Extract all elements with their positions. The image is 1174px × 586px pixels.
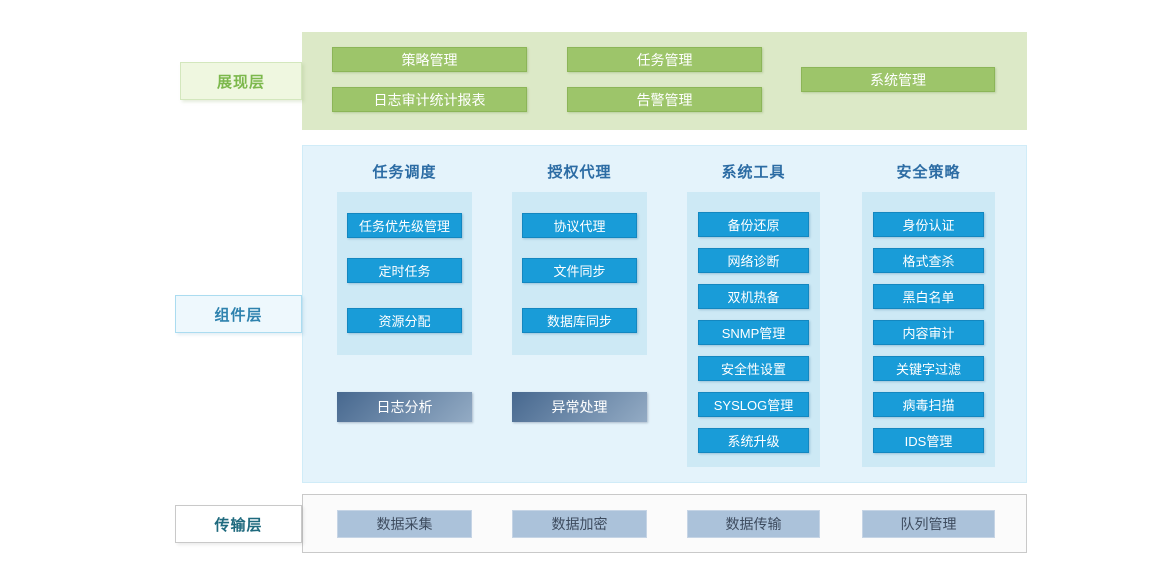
task-management-button[interactable]: 任务管理: [567, 47, 762, 72]
transport-layer-label: 传输层: [175, 505, 302, 543]
security-settings-button[interactable]: 安全性设置: [698, 356, 809, 381]
log-audit-report-button[interactable]: 日志审计统计报表: [332, 87, 527, 112]
component-layer-label: 组件层: [175, 295, 302, 333]
keyword-filter-button[interactable]: 关键字过滤: [873, 356, 984, 381]
identity-authentication-button[interactable]: 身份认证: [873, 212, 984, 237]
exception-handling-button[interactable]: 异常处理: [512, 392, 647, 422]
scheduled-task-button[interactable]: 定时任务: [347, 258, 462, 283]
data-transmission-button[interactable]: 数据传输: [687, 510, 820, 538]
file-sync-button[interactable]: 文件同步: [522, 258, 637, 283]
format-scan-button[interactable]: 格式查杀: [873, 248, 984, 273]
data-encryption-button[interactable]: 数据加密: [512, 510, 647, 538]
log-analysis-button[interactable]: 日志分析: [337, 392, 472, 422]
column-title-authorization-proxy: 授权代理: [547, 164, 612, 181]
network-diagnosis-button[interactable]: 网络诊断: [698, 248, 809, 273]
hot-standby-button[interactable]: 双机热备: [698, 284, 809, 309]
data-collection-button[interactable]: 数据采集: [337, 510, 472, 538]
column-title-system-tools: 系统工具: [721, 164, 786, 181]
queue-management-button[interactable]: 队列管理: [862, 510, 995, 538]
blacklist-whitelist-button[interactable]: 黑白名单: [873, 284, 984, 309]
protocol-proxy-button[interactable]: 协议代理: [522, 213, 637, 238]
content-audit-button[interactable]: 内容审计: [873, 320, 984, 345]
database-sync-button[interactable]: 数据库同步: [522, 308, 637, 333]
column-title-task-scheduling: 任务调度: [372, 164, 437, 181]
alarm-management-button[interactable]: 告警管理: [567, 87, 762, 112]
column-title-security-policy: 安全策略: [896, 164, 961, 181]
system-management-button[interactable]: 系统管理: [801, 67, 995, 92]
presentation-layer-label: 展现层: [180, 62, 302, 100]
syslog-management-button[interactable]: SYSLOG管理: [698, 392, 809, 417]
policy-management-button[interactable]: 策略管理: [332, 47, 527, 72]
resource-allocation-button[interactable]: 资源分配: [347, 308, 462, 333]
snmp-management-button[interactable]: SNMP管理: [698, 320, 809, 345]
virus-scan-button[interactable]: 病毒扫描: [873, 392, 984, 417]
task-priority-management-button[interactable]: 任务优先级管理: [347, 213, 462, 238]
backup-restore-button[interactable]: 备份还原: [698, 212, 809, 237]
system-upgrade-button[interactable]: 系统升级: [698, 428, 809, 453]
ids-management-button[interactable]: IDS管理: [873, 428, 984, 453]
